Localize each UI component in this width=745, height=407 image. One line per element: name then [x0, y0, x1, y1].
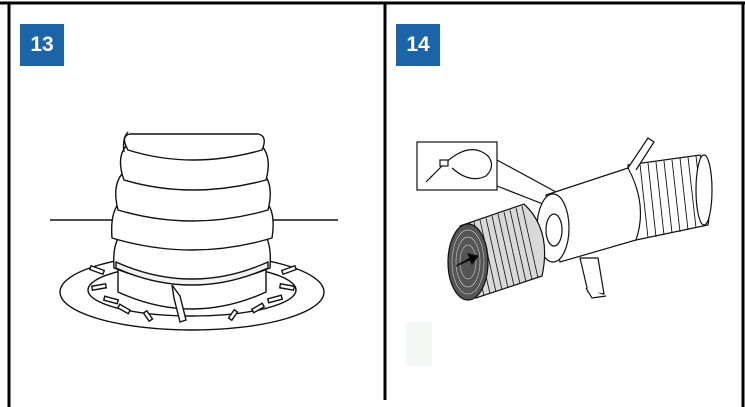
insert-arrow — [455, 253, 480, 267]
cable-tie-icon — [425, 149, 493, 183]
hose-clamp — [115, 260, 269, 286]
main-unit — [545, 167, 642, 263]
step-13-number: 13 — [30, 33, 54, 56]
step-14-number: 14 — [406, 33, 430, 56]
step-14-illustration — [406, 137, 713, 366]
faint-mark — [406, 322, 432, 366]
hose-left — [447, 203, 546, 301]
step-13-illustration — [50, 131, 338, 331]
clamp-tail — [171, 284, 187, 323]
cable-tie-inset — [416, 141, 498, 191]
plate-slots — [88, 264, 298, 323]
step-13-badge: 13 — [20, 24, 64, 66]
step-14-badge: 14 — [396, 24, 440, 66]
callout-line — [496, 159, 557, 193]
bracket — [579, 257, 605, 295]
tie-strap — [627, 137, 655, 171]
hose-right — [627, 154, 713, 241]
hose — [110, 131, 274, 285]
